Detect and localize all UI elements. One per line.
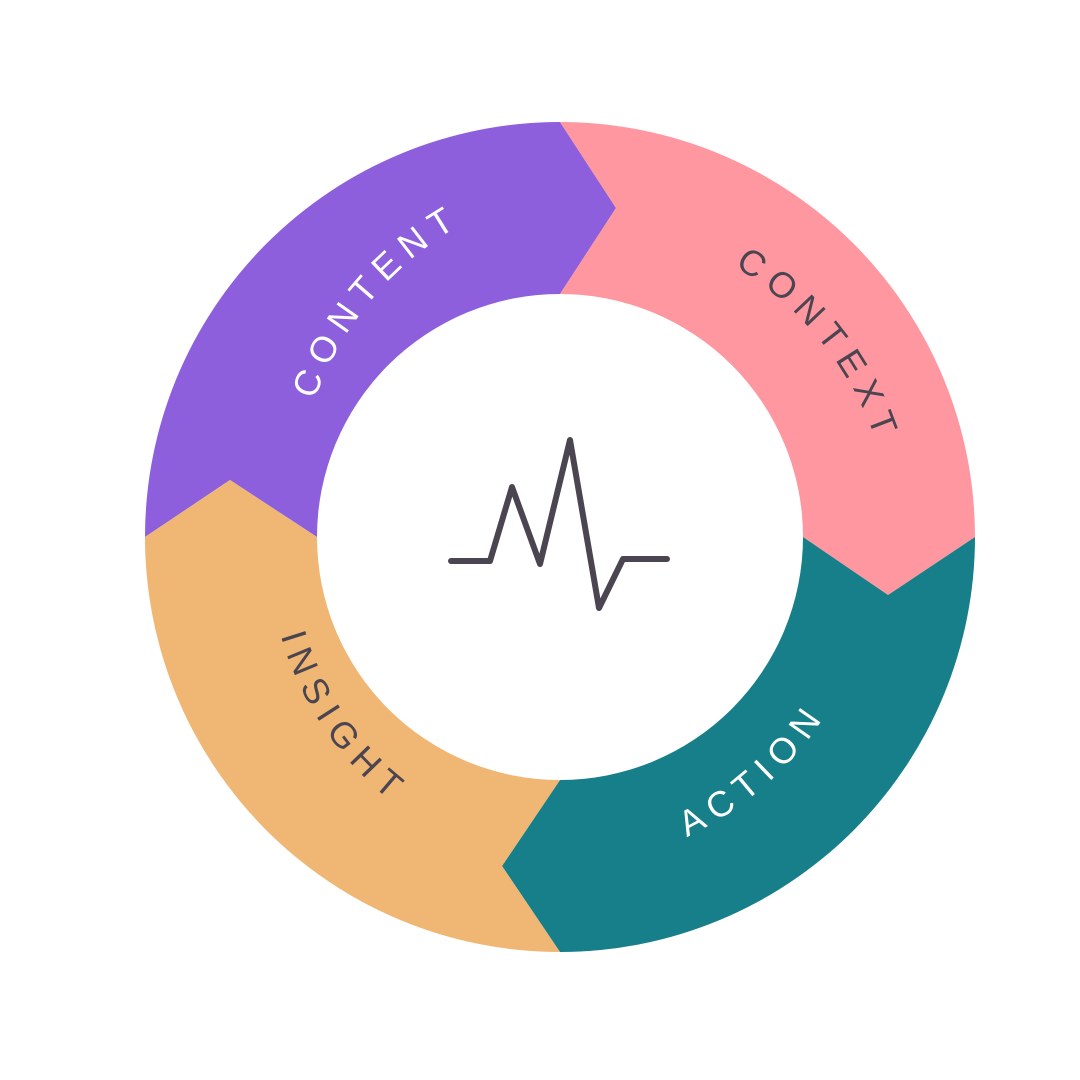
segment-content xyxy=(145,122,616,537)
segment-action xyxy=(502,537,975,952)
pulse-heartbeat-icon xyxy=(448,437,670,611)
segment-context xyxy=(560,122,975,595)
segment-insight xyxy=(145,480,560,952)
